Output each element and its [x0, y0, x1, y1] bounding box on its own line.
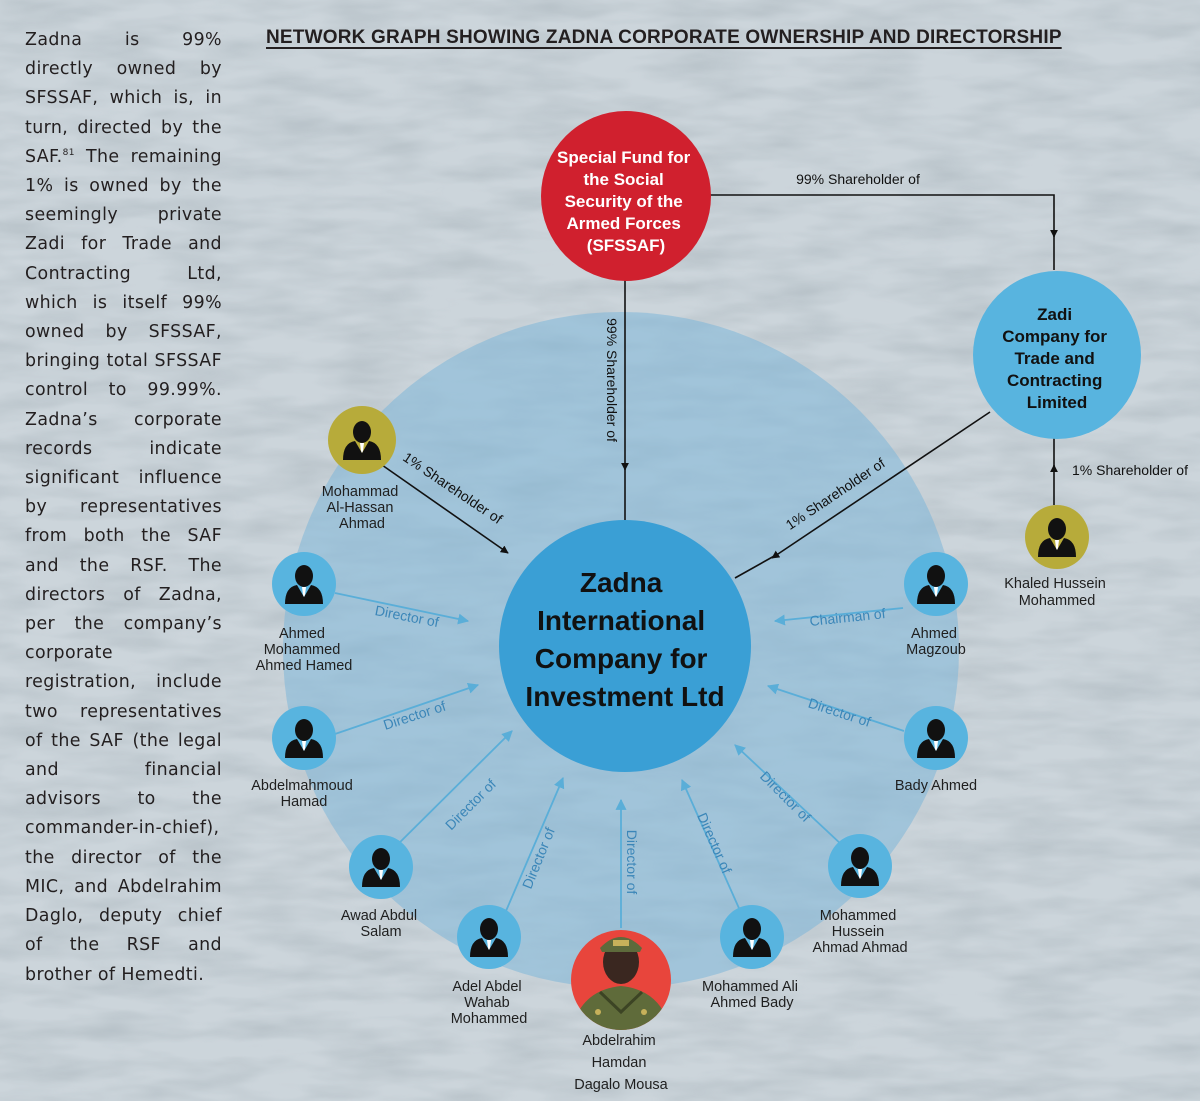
- edge-mohammed-hussein: [734, 744, 859, 861]
- zadi-node: Zadi Company for Trade and Contracting L…: [973, 271, 1141, 439]
- person-node-khaled-hussein: Khaled Hussein Mohammed: [1004, 505, 1110, 609]
- person-icon: [841, 847, 879, 886]
- person-node-mohammed-ali-ahmed-bady: Mohammed Ali Ahmed Bady: [702, 905, 802, 1011]
- zadna-node: Zadna International Company for Investme…: [499, 520, 751, 772]
- edge-abdelmahmoud: [334, 683, 480, 735]
- portrait-photo: [571, 937, 671, 1030]
- person-icon: [917, 565, 955, 604]
- edge-sfssaf-zadi: [710, 194, 1058, 238]
- edge-label-sfssaf-zadna: 99% Shareholder of: [604, 318, 620, 442]
- edge-mohammad-zadna: [381, 464, 509, 554]
- sfssaf-node: Special Fund for the Social Security of …: [541, 111, 711, 281]
- edge-awad: [379, 730, 513, 863]
- person-name: Adel Abdel Wahab Mohammed: [451, 979, 528, 1027]
- person-icon: [285, 719, 323, 758]
- edge-adel: [499, 776, 565, 926]
- diagram-title: NETWORK GRAPH SHOWING ZADNA CORPORATE OW…: [266, 27, 1062, 48]
- director-edges: [334, 592, 905, 928]
- person-name: Mohammed Ali Ahmed Bady: [702, 979, 802, 1011]
- person-name: Awad Abdul Salam: [341, 908, 421, 940]
- edge-label-magzoub: Chairman of: [809, 605, 887, 629]
- person-node-ahmed-mohammed-ahmed-hamed: Ahmed Mohammed Ahmed Hamed: [256, 552, 353, 674]
- person-name: Mohammad Al-Hassan Ahmad: [322, 484, 403, 532]
- sfssaf-label: Special Fund for the Social Security of …: [557, 148, 695, 255]
- person-node-mohammad-al-hassan: Mohammad Al-Hassan Ahmad: [322, 406, 403, 532]
- person-node-adel-abdel-wahab: Adel Abdel Wahab Mohammed: [451, 905, 528, 1027]
- person-icon: [343, 421, 381, 460]
- person-node-bady-ahmed: Bady Ahmed: [895, 706, 977, 794]
- person-node-awad-abdul-salam: Awad Abdul Salam: [341, 835, 421, 940]
- person-icon: [1038, 518, 1076, 557]
- person-icon: [470, 918, 508, 957]
- edge-magzoub: [773, 607, 904, 626]
- person-name: Mohammed Hussein Ahmad Ahmad: [812, 908, 907, 956]
- person-name: Abdelrahim Hamdan Dagalo Mousa: [574, 1033, 668, 1093]
- edge-label-abdelrahim: Director of: [624, 830, 640, 895]
- edge-label-sfssaf-zadi: 99% Shareholder of: [796, 171, 920, 187]
- person-icon: [362, 848, 400, 887]
- people-nodes: Mohammad Al-Hassan Ahmad Khaled Hussein …: [251, 406, 1110, 1093]
- person-icon: [733, 918, 771, 957]
- edge-mohammed-ali: [680, 778, 743, 916]
- person-name: Khaled Hussein Mohammed: [1004, 576, 1110, 609]
- zadi-label: Zadi Company for Trade and Contracting L…: [1002, 305, 1112, 412]
- person-name: Ahmed Mohammed Ahmed Hamed: [256, 626, 353, 674]
- person-name: Abdelmahmoud Hamad: [251, 778, 357, 810]
- person-node-ahmed-magzoub: Ahmed Magzoub: [904, 552, 968, 658]
- person-icon: [285, 565, 323, 604]
- person-node-abdelmahmoud-hamad: Abdelmahmoud Hamad: [251, 706, 357, 810]
- edge-bady-ahmed: [766, 683, 905, 732]
- person-name: Ahmed Magzoub: [906, 626, 966, 658]
- zadna-label: Zadna International Company for Investme…: [525, 567, 724, 712]
- edge-ahmed-hamed: [334, 592, 470, 625]
- person-node-mohammed-hussein-ahmad: Mohammed Hussein Ahmad Ahmad: [812, 834, 908, 956]
- edge-zadi-zadna: [771, 411, 991, 559]
- person-icon: [917, 719, 955, 758]
- edge-label-khaled-zadi: 1% Shareholder of: [1072, 462, 1188, 478]
- description-text: Zadna is 99% directly owned by SFSSAF, w…: [25, 30, 222, 985]
- person-node-abdelrahim-dagalo: Abdelrahim Hamdan Dagalo Mousa: [571, 930, 671, 1093]
- person-name: Bady Ahmed: [895, 778, 977, 794]
